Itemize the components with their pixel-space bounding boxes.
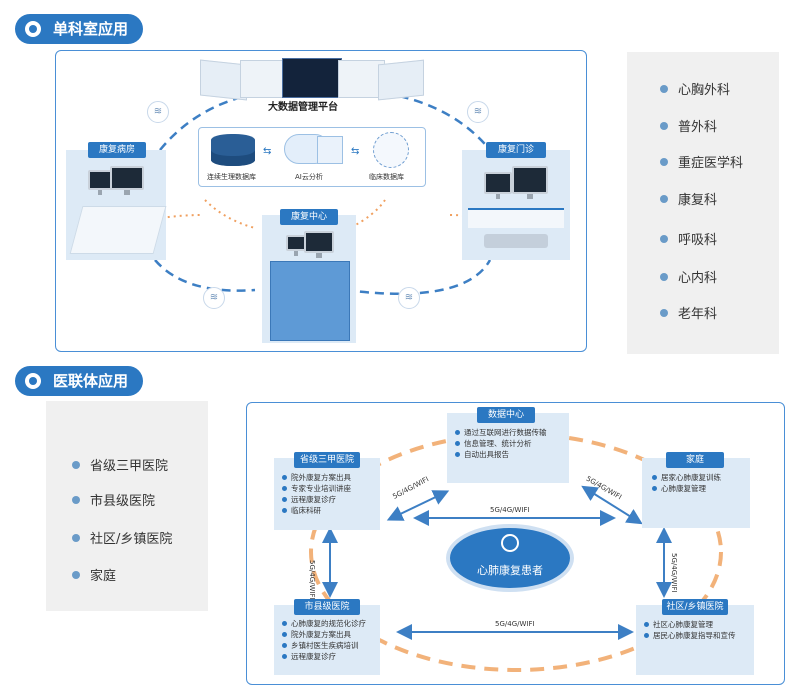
- rehab-clinic-label: 康复门诊: [486, 142, 546, 158]
- bullet-icon: [72, 534, 80, 542]
- data-analysis-box: ⇆ ⇆ 连续生理数据库 AI云分析 临床数据库: [198, 127, 426, 187]
- wifi-icon: ≋: [398, 287, 420, 309]
- county-items: 心肺康复的规范化诊疗 院外康复方案出具 乡镇村医生疾病培训 远程康复诊疗: [282, 618, 366, 662]
- alliance-level-item: 社区/乡镇医院: [72, 528, 172, 547]
- list-item: 心肺康复管理: [652, 483, 721, 494]
- patient-center: 心肺康复患者: [446, 524, 574, 592]
- rehab-center-label: 康复中心: [280, 209, 338, 225]
- devices-image: [484, 234, 548, 248]
- monitor-icon: [484, 172, 512, 199]
- county-hospital-box: 市县级医院 心肺康复的规范化诊疗 院外康复方案出具 乡镇村医生疾病培训 远程康复…: [274, 599, 380, 675]
- department-item: 康复科: [660, 189, 717, 208]
- ward-floorplan-image: [69, 206, 167, 254]
- list-item: 社区心肺康复管理: [644, 619, 736, 630]
- list-item: 自动出具报告: [455, 449, 547, 460]
- alliance-level-item: 家庭: [72, 565, 116, 584]
- server-icon: [317, 136, 343, 164]
- department-item: 重症医学科: [660, 152, 743, 171]
- list-item: 院外康复方案出具: [282, 629, 366, 640]
- platform-label: 大数据管理平台: [268, 102, 338, 113]
- patient-label: 心肺康复患者: [477, 564, 543, 577]
- department-item: 呼吸科: [660, 229, 717, 248]
- bullet-icon: [660, 309, 668, 317]
- list-item: 远程康复诊疗: [282, 494, 351, 505]
- data-center-box: 数据中心 通过互联网进行数据传输 信息管理、统计分析 自动出具报告: [447, 407, 569, 483]
- bullet-icon: [660, 85, 668, 93]
- rehab-clinic-card: 康复门诊: [462, 142, 570, 260]
- list-item: 心肺康复的规范化诊疗: [282, 618, 366, 629]
- department-item: 心内科: [660, 267, 717, 286]
- dashboard-screens-image: [200, 58, 424, 101]
- wifi-icon: ≋: [467, 101, 489, 123]
- rehab-ward-card: 康复病房: [66, 142, 167, 260]
- network-label: 5G/4G/WIFI: [670, 553, 678, 593]
- bullet-icon: [660, 235, 668, 243]
- department-list-panel: [627, 52, 779, 354]
- monitor-icon: [512, 166, 548, 199]
- network-label: 5G/4G/WIFI: [490, 506, 530, 514]
- list-item: 乡镇村医生疾病培训: [282, 640, 366, 651]
- db-right-label: 临床数据库: [369, 173, 404, 181]
- department-item: 心胸外科: [660, 79, 730, 98]
- arrow-icon: ⇆: [263, 146, 272, 157]
- rehab-center-floorplan-image: [270, 261, 350, 341]
- bullet-icon: [72, 461, 80, 469]
- provincial-hospital-box: 省级三甲医院 院外康复方案出具 专家专业培训讲座 远程康复诊疗 临床科研: [274, 452, 380, 530]
- arrow-icon: ⇆: [351, 146, 360, 157]
- alliance-connectors: [309, 432, 723, 672]
- network-label: 5G/4G/WIFI: [495, 620, 535, 628]
- data-center-label: 数据中心: [477, 407, 535, 423]
- bullet-icon: [660, 273, 668, 281]
- section-bullet-icon: [25, 373, 41, 389]
- community-items: 社区心肺康复管理 居民心肺康复指导和宣传: [644, 619, 736, 641]
- list-item: 居家心肺康复训练: [652, 472, 721, 483]
- list-item: 通过互联网进行数据传输: [455, 427, 547, 438]
- home-items: 居家心肺康复训练 心肺康复管理: [652, 472, 721, 494]
- monitor-icon: [286, 235, 306, 256]
- provincial-items: 院外康复方案出具 专家专业培训讲座 远程康复诊疗 临床科研: [282, 472, 351, 516]
- section-title-text: 医联体应用: [53, 372, 129, 390]
- wifi-icon: ≋: [147, 101, 169, 123]
- department-item: 老年科: [660, 303, 717, 322]
- bullet-icon: [72, 571, 80, 579]
- alliance-level-item: 省级三甲医院: [72, 455, 168, 474]
- wifi-icon: ≋: [203, 287, 225, 309]
- monitor-icon: [110, 166, 144, 195]
- walking-test-image: [468, 208, 564, 228]
- section-title-text: 单科室应用: [53, 20, 129, 38]
- monitor-icon: [304, 231, 334, 258]
- alliance-level-item: 市县级医院: [72, 490, 155, 509]
- network-label: 5G/4G/WIFI: [308, 560, 316, 600]
- database-icon: [211, 134, 255, 166]
- list-item: 远程康复诊疗: [282, 651, 366, 662]
- section-title-alliance: 医联体应用: [15, 366, 143, 396]
- bullet-icon: [72, 496, 80, 504]
- bullet-icon: [660, 195, 668, 203]
- list-item: 居民心肺康复指导和宣传: [644, 630, 736, 641]
- list-item: 信息管理、统计分析: [455, 438, 547, 449]
- cloud-label: AI云分析: [295, 173, 323, 181]
- monitor-icon: [88, 170, 112, 195]
- department-item: 普外科: [660, 116, 717, 135]
- home-box: 家庭 居家心肺康复训练 心肺康复管理: [642, 452, 750, 528]
- data-center-items: 通过互联网进行数据传输 信息管理、统计分析 自动出具报告: [455, 427, 547, 460]
- rehab-center-card: 康复中心: [262, 209, 356, 343]
- rehab-ward-label: 康复病房: [88, 142, 146, 158]
- list-item: 专家专业培训讲座: [282, 483, 351, 494]
- community-hospital-box: 社区/乡镇医院 社区心肺康复管理 居民心肺康复指导和宣传: [636, 599, 754, 675]
- bullet-icon: [660, 122, 668, 130]
- bullet-icon: [660, 158, 668, 166]
- county-hospital-label: 市县级医院: [294, 599, 360, 615]
- clinical-database-icon: [373, 132, 409, 168]
- community-hospital-label: 社区/乡镇医院: [662, 599, 728, 615]
- provincial-hospital-label: 省级三甲医院: [294, 452, 360, 468]
- section-bullet-icon: [25, 21, 41, 37]
- patient-icon: [501, 534, 519, 552]
- section-title-single-dept: 单科室应用: [15, 14, 143, 44]
- home-label: 家庭: [666, 452, 724, 468]
- db-left-label: 连续生理数据库: [207, 173, 256, 181]
- list-item: 临床科研: [282, 505, 351, 516]
- list-item: 院外康复方案出具: [282, 472, 351, 483]
